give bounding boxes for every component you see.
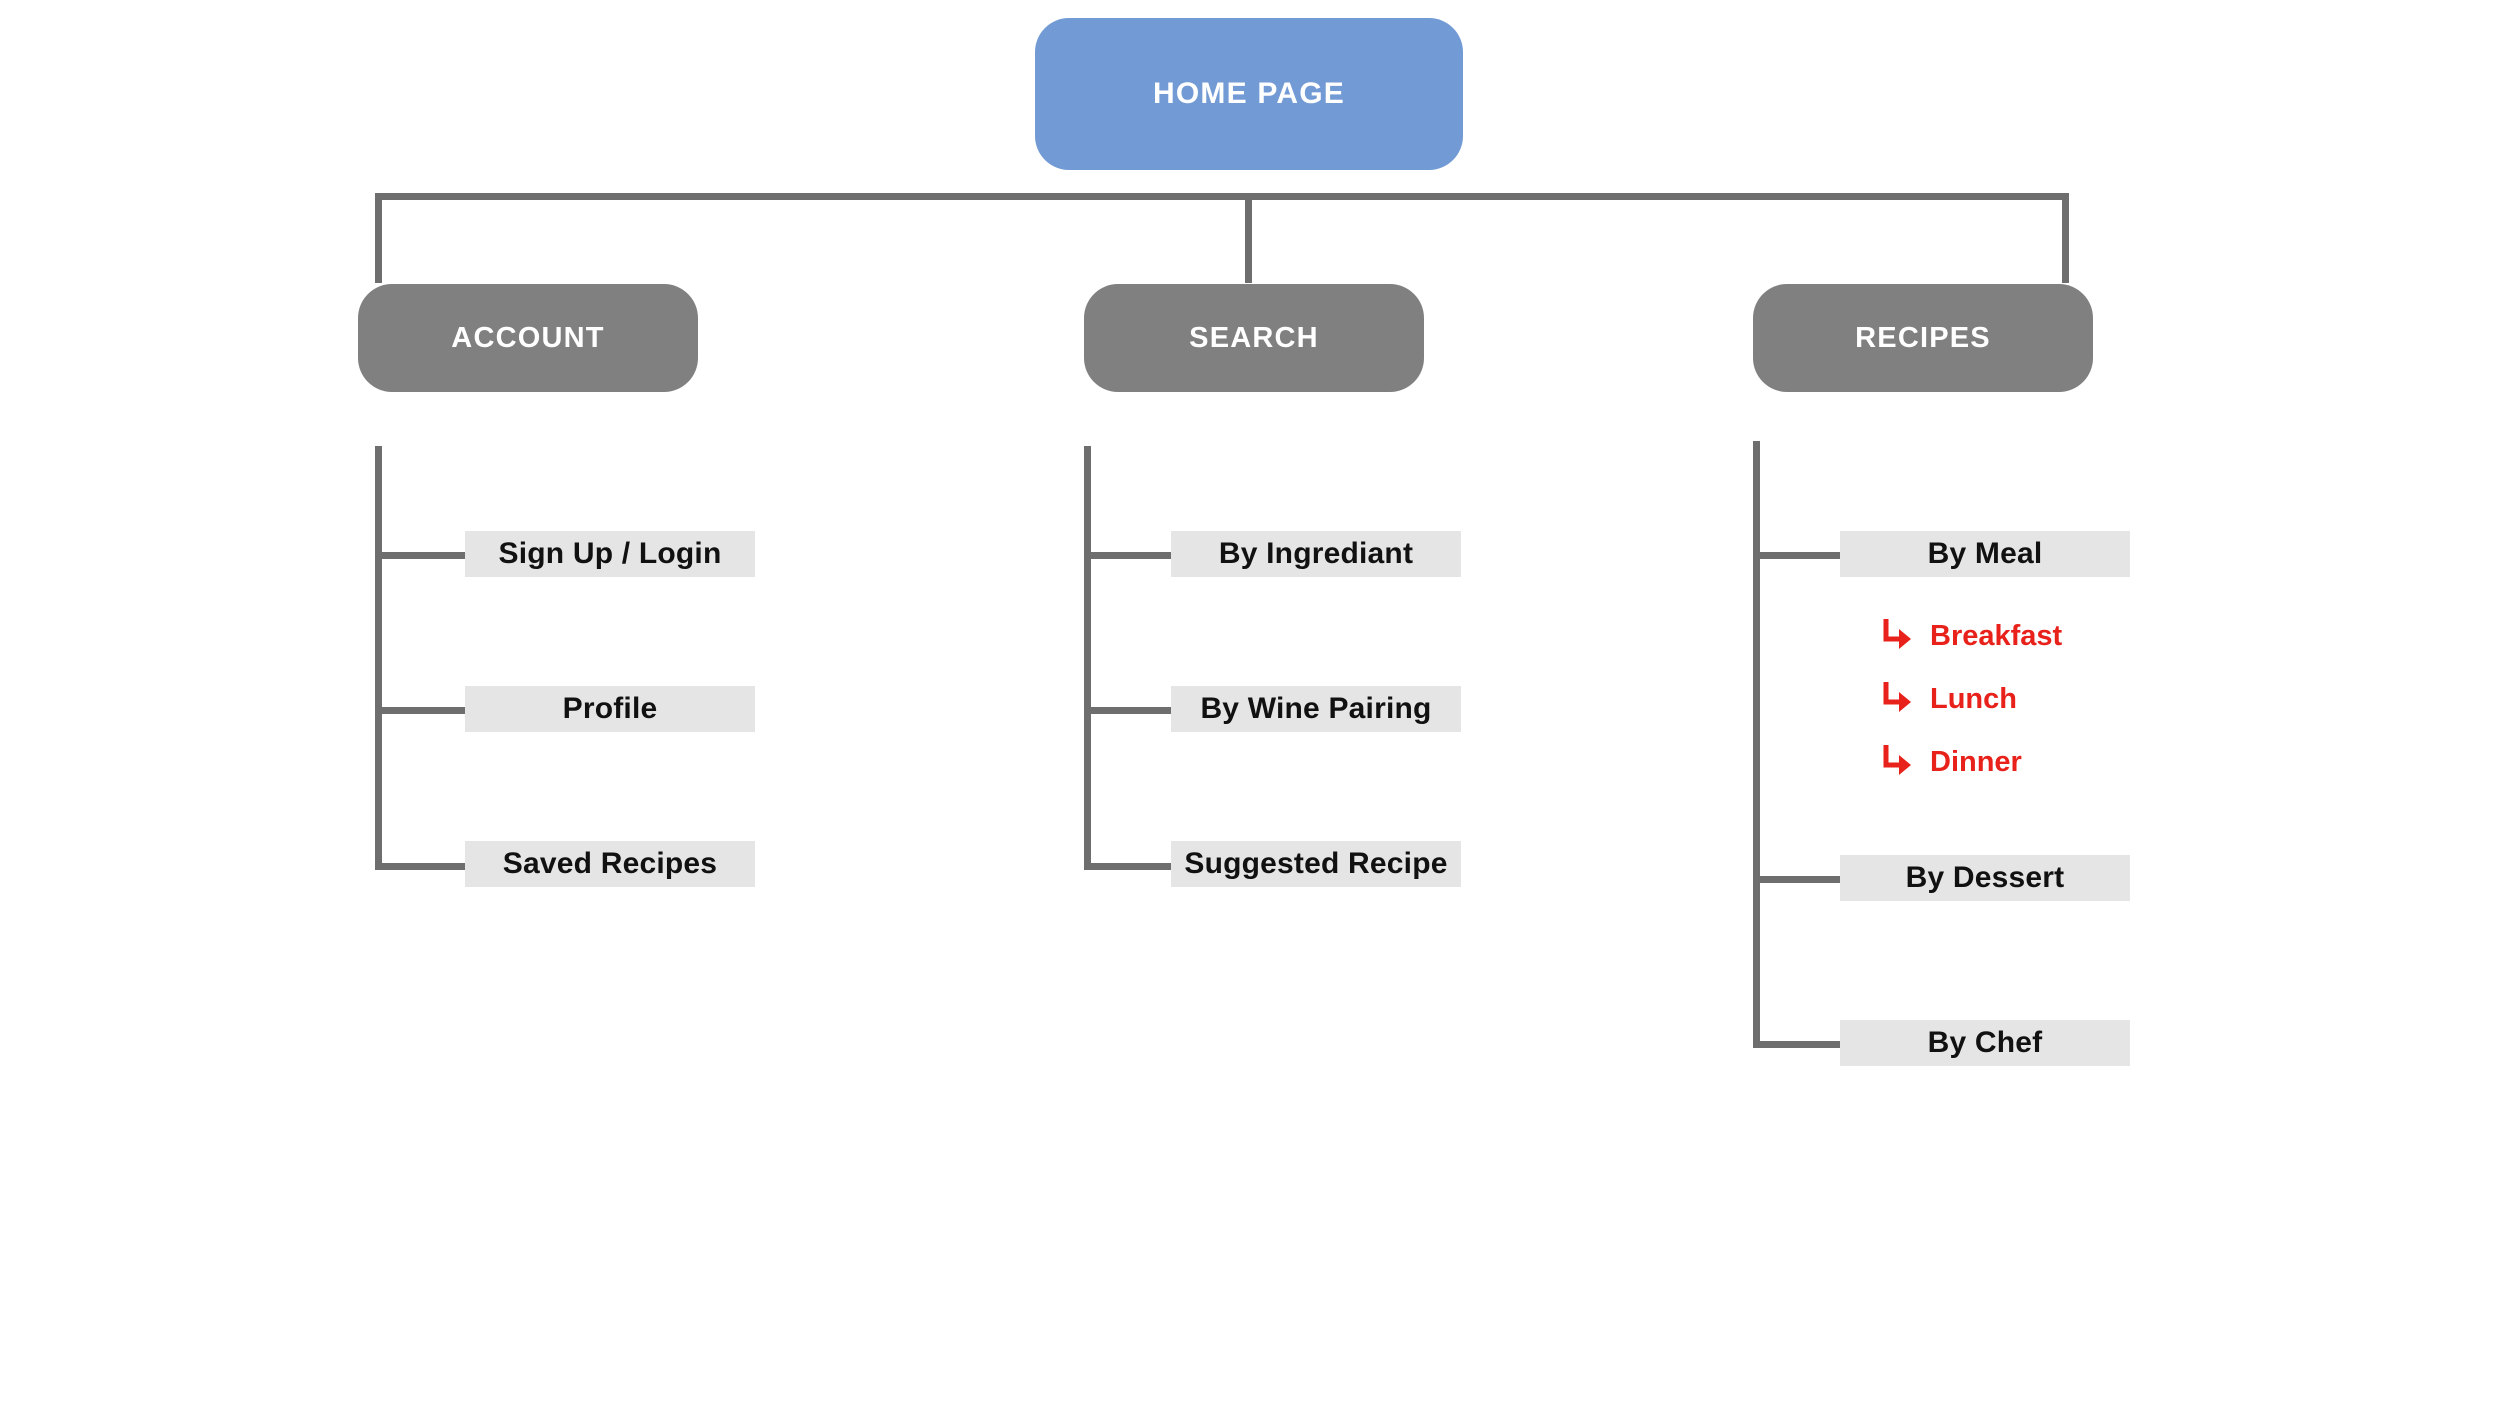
connector-recipes-stub-3 xyxy=(1753,1041,1843,1048)
leaf-sign-up-login-label: Sign Up / Login xyxy=(498,537,722,570)
node-recipes-label: RECIPES xyxy=(1855,321,1991,354)
connector-search-stub-3 xyxy=(1084,863,1174,870)
leaf-by-meal[interactable]: By Meal xyxy=(1840,531,2130,577)
leaf-by-dessert[interactable]: By Dessert xyxy=(1840,855,2130,901)
leaf-profile[interactable]: Profile xyxy=(465,686,755,732)
subitem-lunch-label: Lunch xyxy=(1930,682,2017,715)
arrow-down-right-icon xyxy=(1882,745,1916,779)
connector-root-to-account xyxy=(375,193,382,283)
subitem-lunch[interactable]: Lunch xyxy=(1882,682,2017,716)
leaf-suggested-recipe-label: Suggested Recipe xyxy=(1184,847,1448,880)
connector-root-to-search xyxy=(1245,193,1252,283)
connector-root-to-recipes xyxy=(2062,193,2069,283)
leaf-saved-recipes[interactable]: Saved Recipes xyxy=(465,841,755,887)
connector-recipes-trunk xyxy=(1753,441,1760,1048)
connector-root-bus xyxy=(375,193,2069,200)
leaf-saved-recipes-label: Saved Recipes xyxy=(502,847,718,880)
connector-account-trunk xyxy=(375,446,382,870)
node-account[interactable]: ACCOUNT xyxy=(358,284,698,392)
leaf-by-ingrediant[interactable]: By Ingrediant xyxy=(1171,531,1461,577)
arrow-down-right-icon xyxy=(1882,619,1916,653)
node-home-page[interactable]: HOME PAGE xyxy=(1035,18,1463,170)
connector-recipes-stub-2 xyxy=(1753,876,1843,883)
leaf-by-wine-pairing-label: By Wine Pairing xyxy=(1200,692,1432,725)
leaf-by-chef[interactable]: By Chef xyxy=(1840,1020,2130,1066)
leaf-sign-up-login[interactable]: Sign Up / Login xyxy=(465,531,755,577)
subitem-dinner-label: Dinner xyxy=(1930,745,2022,778)
subitem-dinner[interactable]: Dinner xyxy=(1882,745,2022,779)
leaf-profile-label: Profile xyxy=(562,692,658,725)
connector-account-stub-3 xyxy=(375,863,468,870)
node-home-page-label: HOME PAGE xyxy=(1153,77,1345,110)
connector-recipes-stub-1 xyxy=(1753,552,1843,559)
node-account-label: ACCOUNT xyxy=(451,321,605,354)
node-recipes[interactable]: RECIPES xyxy=(1753,284,2093,392)
leaf-by-wine-pairing[interactable]: By Wine Pairing xyxy=(1171,686,1461,732)
leaf-by-chef-label: By Chef xyxy=(1927,1026,2043,1059)
connector-account-stub-2 xyxy=(375,707,468,714)
leaf-by-dessert-label: By Dessert xyxy=(1905,861,2065,894)
leaf-by-meal-label: By Meal xyxy=(1927,537,2043,570)
leaf-suggested-recipe[interactable]: Suggested Recipe xyxy=(1171,841,1461,887)
connector-account-stub-1 xyxy=(375,552,468,559)
connector-search-trunk xyxy=(1084,446,1091,870)
connector-search-stub-1 xyxy=(1084,552,1174,559)
node-search[interactable]: SEARCH xyxy=(1084,284,1424,392)
node-search-label: SEARCH xyxy=(1189,321,1319,354)
arrow-down-right-icon xyxy=(1882,682,1916,716)
leaf-by-ingrediant-label: By Ingrediant xyxy=(1218,537,1414,570)
subitem-breakfast[interactable]: Breakfast xyxy=(1882,619,2062,653)
connector-search-stub-2 xyxy=(1084,707,1174,714)
subitem-breakfast-label: Breakfast xyxy=(1930,619,2063,652)
